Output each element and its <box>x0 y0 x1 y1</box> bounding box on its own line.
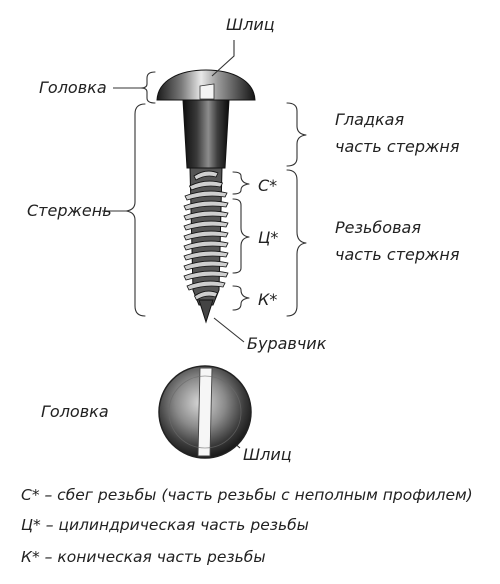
conical-bracket <box>232 285 250 311</box>
shank-bracket <box>125 103 146 317</box>
head-top-view <box>158 365 252 459</box>
gimlet-leader <box>213 317 245 343</box>
conical-label: К* <box>258 290 277 309</box>
threaded-shank-label-line1: Резьбовая <box>335 218 421 237</box>
cylindrical-bracket <box>232 198 250 274</box>
slot-top-leader <box>211 40 235 77</box>
legend: С* – сбег резьбы (часть резьбы с неполны… <box>21 486 473 566</box>
legend-cylindrical: Ц* – цилиндрическая часть резьбы <box>21 516 309 534</box>
head-side-label: Головка <box>39 78 107 97</box>
labels: Шлиц Головка Гладкая часть стержня С* Ст… <box>27 15 460 464</box>
head-slot <box>199 83 215 100</box>
runout-label: С* <box>258 176 277 195</box>
thread-turn <box>193 290 219 301</box>
thread-turn <box>183 250 229 261</box>
thread-turn <box>188 180 224 191</box>
threaded-shank-bracket <box>286 169 307 317</box>
head-bracket <box>140 71 156 104</box>
thread-turn <box>183 210 229 221</box>
cylindrical-label: Ц* <box>258 228 278 247</box>
smooth-shank-bracket <box>286 102 307 167</box>
thread-turn <box>183 270 229 281</box>
slot-bottom-label: Шлиц <box>243 445 292 464</box>
thread-turns <box>183 170 229 301</box>
slot-top-label: Шлиц <box>226 15 275 34</box>
screw-image <box>156 69 256 324</box>
legend-runout: С* – сбег резьбы (часть резьбы с неполны… <box>21 486 473 504</box>
gimlet-point-label: Буравчик <box>247 334 327 353</box>
thread-turn <box>183 220 229 231</box>
legend-conical: К* – коническая часть резьбы <box>21 548 266 566</box>
runout-bracket <box>232 171 250 195</box>
thread-turn <box>183 200 229 211</box>
brackets <box>125 71 307 317</box>
head-top-view-label: Головка <box>41 402 109 421</box>
thread-turn <box>183 240 229 251</box>
smooth-shank <box>182 99 230 169</box>
thread-turn <box>184 190 228 201</box>
thread-turn <box>193 170 219 181</box>
gimlet-point-tip <box>198 299 214 324</box>
shank-label: Стержень <box>27 201 112 220</box>
smooth-shank-label-line2: часть стержня <box>335 137 460 156</box>
thread-turn <box>186 280 226 291</box>
threaded-shank-label-line2: часть стержня <box>335 245 460 264</box>
smooth-shank-label-line1: Гладкая <box>335 110 404 129</box>
thread-turn <box>183 260 229 271</box>
thread-turn <box>183 230 229 241</box>
